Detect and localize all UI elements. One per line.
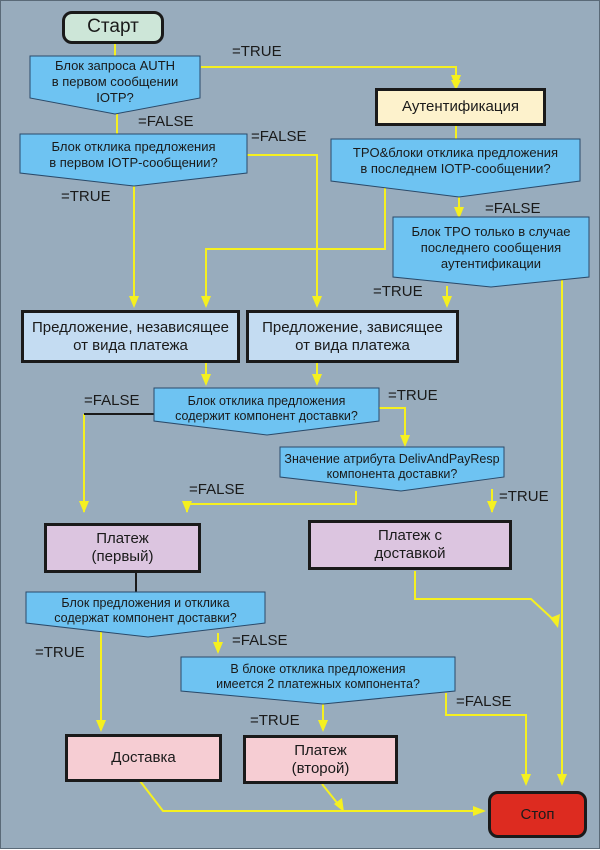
edge-auth-true <box>201 66 461 90</box>
decision-delivandpay: Значение атрибута DelivAndPayResp компон… <box>284 452 500 482</box>
arrowhead <box>557 774 567 786</box>
payment-second-node: Платеж (второй) <box>243 735 398 784</box>
arrowhead <box>312 296 322 308</box>
decision-tpo-only-shape <box>392 216 590 288</box>
arrowhead <box>521 774 531 786</box>
label-has-delivery-true: =TRUE <box>388 387 438 404</box>
arrowhead <box>550 614 560 628</box>
start-node: Старт <box>62 11 164 44</box>
arrowhead <box>129 296 139 308</box>
decision-auth-request: Блок запроса AUTH в первом сообщении IOT… <box>51 58 179 105</box>
offer-independent-node: Предложение, независящее от вида платежа <box>21 310 240 363</box>
arrowhead <box>213 642 223 654</box>
decision-offer-resp-delivery-shape <box>25 591 266 638</box>
arrowhead <box>182 501 192 513</box>
decision-offer-has-delivery-shape <box>153 387 380 436</box>
arrowhead <box>312 374 322 386</box>
decision-tpo-last-shape <box>330 138 581 198</box>
decision-auth-request-shape <box>29 55 201 115</box>
label-tpo-only-true: =TRUE <box>373 283 423 300</box>
label-auth-true: =TRUE <box>232 43 282 60</box>
decision-offer-has-delivery: Блок отклика предложения содержит компон… <box>175 394 358 424</box>
label-offer-resp-delivery-false: =FALSE <box>232 632 288 649</box>
arrowhead <box>96 720 106 732</box>
decision-two-payments-shape <box>180 656 456 705</box>
label-auth-false: =FALSE <box>138 113 194 130</box>
arrowhead <box>400 435 410 447</box>
stop-node: Стоп <box>488 791 587 838</box>
arrowhead <box>334 798 344 812</box>
edge-offer-first-false <box>247 154 318 306</box>
edge-tpo-last-true <box>205 187 386 306</box>
arrowhead <box>451 75 461 87</box>
decision-delivandpay-shape <box>279 446 505 492</box>
label-offer-first-false: =FALSE <box>251 128 307 145</box>
label-offer-resp-delivery-true: =TRUE <box>35 644 85 661</box>
label-delivandpay-true: =TRUE <box>499 488 549 505</box>
edge-has-delivery-true <box>379 407 406 444</box>
edge-pwd-to-stop <box>414 571 558 624</box>
arrowhead <box>318 720 328 732</box>
label-tpo-last-false: =FALSE <box>485 200 541 217</box>
arrowhead <box>79 501 89 513</box>
decision-tpo-last: TPO&блоки отклика предложения в последне… <box>352 145 559 176</box>
decision-offer-resp-delivery: Блок предложения и отклика содержат комп… <box>54 596 237 626</box>
arrowhead <box>201 296 211 308</box>
arrowhead <box>442 296 452 308</box>
arrowhead <box>487 501 497 513</box>
label-has-delivery-false: =FALSE <box>84 392 140 409</box>
label-two-payments-true: =TRUE <box>250 712 300 729</box>
edge-two-payments-false <box>445 693 527 784</box>
label-two-payments-false: =FALSE <box>456 693 512 710</box>
decision-tpo-only: Блок TPO только в случае последнего сооб… <box>411 224 571 271</box>
arrowhead <box>473 806 486 816</box>
label-offer-first-true: =TRUE <box>61 188 111 205</box>
payment-with-delivery-node: Платеж с доставкой <box>308 520 512 570</box>
edge-delivery-to-stop <box>139 780 482 812</box>
decision-offer-first: Блок отклика предложения в первом IOTP-с… <box>49 139 218 170</box>
payment-first-node: Платеж (первый) <box>44 523 201 573</box>
delivery-node: Доставка <box>65 734 222 782</box>
offer-dependent-node: Предложение, зависящее от вида платежа <box>246 310 459 363</box>
authentication-node: Аутентификация <box>375 88 546 126</box>
arrowhead <box>201 374 211 386</box>
decision-offer-first-shape <box>19 133 248 187</box>
arrowhead <box>454 207 464 219</box>
decision-two-payments: В блоке отклика предложения имеется 2 пл… <box>216 662 420 692</box>
label-delivandpay-false: =FALSE <box>189 481 245 498</box>
